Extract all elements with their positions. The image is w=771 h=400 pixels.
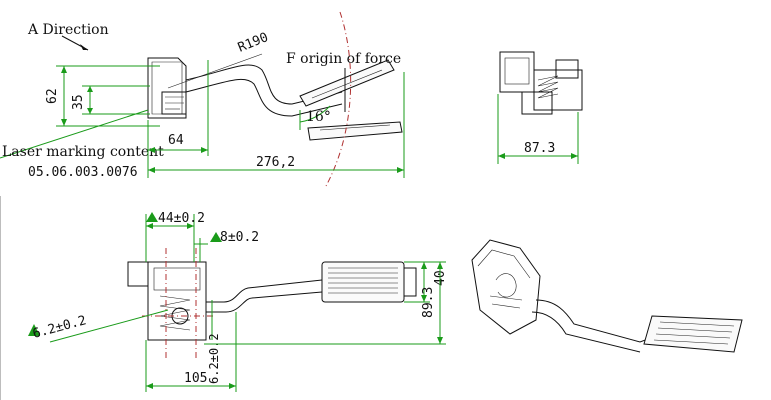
r190-label: R190 bbox=[236, 30, 271, 56]
dim-64: 64 bbox=[147, 60, 209, 178]
dim-6: 6.2±0.2 bbox=[28, 309, 169, 343]
side-view-top: A Direction R190 F origin of force 16° bbox=[0, 11, 405, 187]
svg-text:6.2±0.2: 6.2±0.2 bbox=[31, 313, 88, 342]
dim-87: 87.3 bbox=[524, 141, 555, 156]
a-direction-label: A Direction bbox=[27, 22, 109, 38]
svg-text:8±0.2: 8±0.2 bbox=[220, 230, 259, 245]
svg-text:6.2±0.2: 6.2±0.2 bbox=[207, 333, 221, 384]
svg-text:105: 105 bbox=[184, 371, 207, 386]
angle-label: 16° bbox=[306, 109, 331, 125]
dim-62: 62 bbox=[45, 65, 160, 127]
pedal-pad-side bbox=[307, 121, 403, 141]
top-view-bottom: 44±0.2 8±0.2 6.2±0.2 6.2±0.2 105 bbox=[28, 211, 448, 392]
spring-box bbox=[533, 69, 583, 111]
dim-6-vertical: 6.2±0.2 bbox=[207, 300, 221, 384]
dim-105: 105 bbox=[145, 312, 237, 392]
sensor-housing bbox=[147, 261, 207, 341]
dim-35: 35 bbox=[71, 85, 150, 115]
laser-mark-plate bbox=[161, 91, 187, 115]
svg-text:62: 62 bbox=[45, 88, 60, 104]
dim-89: 89.3 bbox=[204, 262, 446, 345]
isometric-view bbox=[471, 239, 743, 353]
svg-text:276,2: 276,2 bbox=[256, 155, 295, 170]
dim-276: 276,2 bbox=[148, 72, 405, 178]
r190-arc bbox=[325, 11, 352, 187]
origin-of-force-label: F origin of force bbox=[286, 51, 401, 67]
dim-44: 44±0.2 bbox=[145, 211, 205, 262]
dim-8: 8±0.2 bbox=[194, 230, 259, 262]
pedal-arm-upper bbox=[185, 64, 343, 105]
iso-arm bbox=[535, 299, 657, 343]
pedal-arm-top bbox=[206, 279, 323, 303]
svg-text:35: 35 bbox=[71, 94, 86, 110]
part-number-label: 05.06.003.0076 bbox=[28, 165, 138, 180]
iso-housing bbox=[471, 239, 541, 335]
svg-text:44±0.2: 44±0.2 bbox=[158, 211, 205, 226]
svg-text:89.3: 89.3 bbox=[421, 287, 436, 318]
front-view: 87.3 bbox=[497, 51, 583, 164]
dim-40: 40 bbox=[404, 261, 448, 303]
laser-marking-label: Laser marking content bbox=[2, 144, 164, 160]
svg-text:64: 64 bbox=[168, 133, 184, 148]
connector-port bbox=[127, 261, 149, 287]
